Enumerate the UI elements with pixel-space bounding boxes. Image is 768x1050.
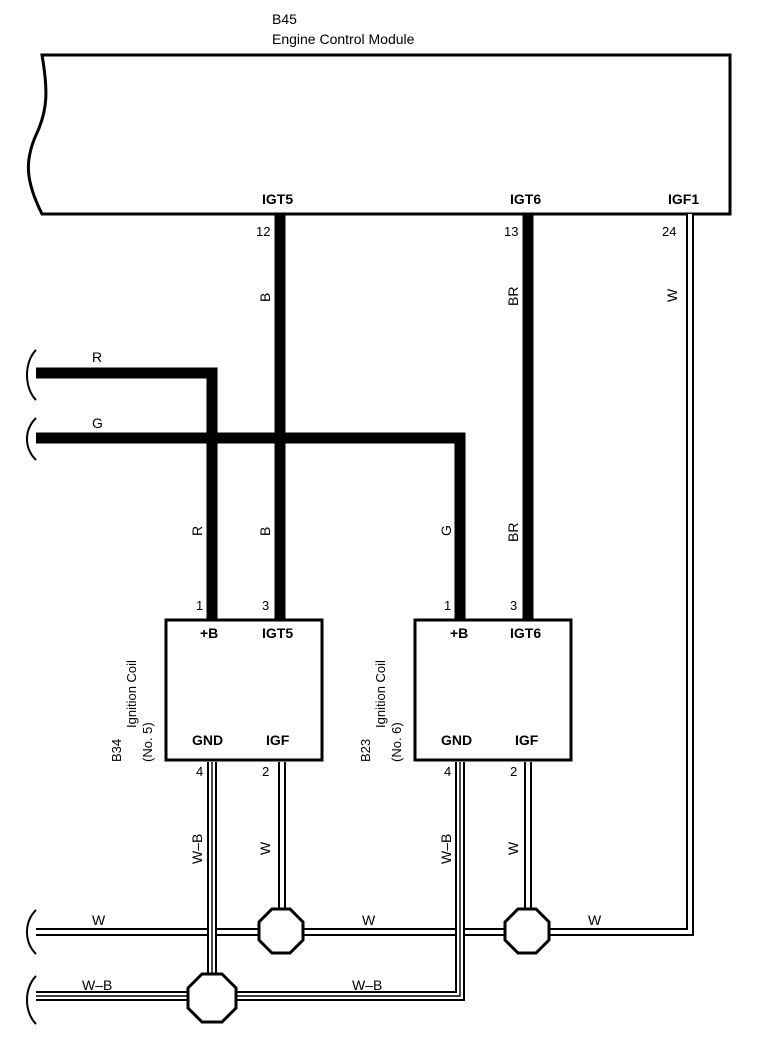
coil6-pin-igf-label: IGF — [515, 732, 539, 748]
coil5-sub: (No. 5) — [140, 722, 155, 762]
wire-label-coil6-igf: W — [505, 841, 521, 855]
splice-w-coil6 — [503, 907, 551, 955]
wire-label-igt5-top: B — [257, 293, 273, 302]
coil6-pin-igt6-number: 3 — [510, 598, 517, 613]
wire-label-igf1: W — [664, 288, 680, 302]
wire-red — [36, 367, 218, 620]
coil6-code: B23 — [358, 739, 373, 762]
coil5-pin-plusb-label: +B — [200, 625, 218, 641]
coil5-pin-plusb-number: 1 — [196, 598, 203, 613]
wire-label-coil6-plusb: G — [438, 525, 454, 536]
wire-label-coil6-gnd: W–B — [438, 834, 454, 864]
ecm-pin-igt5-number: 12 — [256, 224, 270, 239]
wire-label-w-bus-left: W — [92, 912, 106, 928]
coil5-name: Ignition Coil — [124, 660, 139, 728]
coil5-pin-igt5-number: 3 — [262, 598, 269, 613]
wire-label-wb-bus-left: W–B — [82, 977, 112, 993]
ecm-pin-igt6-label: IGT6 — [510, 191, 541, 207]
coil6-component-label: B23 Ignition Coil (No. 6) — [358, 660, 404, 762]
ecm-pin-igf1-label: IGF1 — [668, 191, 699, 207]
wire-label-coil5-plusb: R — [189, 526, 205, 536]
wire-label-igt6-top: BR — [505, 287, 521, 306]
coil5-pin-igf-label: IGF — [266, 732, 290, 748]
harness-break-symbols — [26, 349, 37, 1025]
coil5-pin-gnd-number: 4 — [196, 764, 203, 779]
wire-label-coil5-igt5: B — [257, 527, 273, 536]
wire-label-w-bus-mid: W — [362, 912, 376, 928]
white-wires — [36, 214, 694, 936]
wire-label-w-bus-right: W — [588, 912, 602, 928]
ecm-name: Engine Control Module — [272, 31, 415, 47]
ecm-pin-igt6-number: 13 — [504, 224, 518, 239]
ecm-pin-igf1-number: 24 — [662, 224, 676, 239]
coil6-box — [413, 618, 573, 762]
coil6-pin-gnd-label: GND — [441, 732, 472, 748]
coil5-box — [164, 618, 324, 762]
ecm-pin-igt5-label: IGT5 — [262, 191, 293, 207]
coil6-pin-gnd-number: 4 — [444, 764, 451, 779]
coil6-pin-plusb-number: 1 — [444, 598, 451, 613]
coil6-name: Ignition Coil — [373, 660, 388, 728]
coil5-component-label: B34 Ignition Coil (No. 5) — [109, 660, 155, 762]
wire-label-wb-bus-mid: W–B — [352, 977, 382, 993]
wire-label-coil5-igf: W — [257, 841, 273, 855]
coil6-pin-plusb-label: +B — [450, 625, 468, 641]
ecm-box — [26, 53, 732, 216]
coil6-pin-igf-number: 2 — [510, 764, 517, 779]
coil6-pin-igt6-label: IGT6 — [510, 625, 541, 641]
ecm-code: B45 — [272, 11, 297, 27]
coil5-pin-igf-number: 2 — [262, 764, 269, 779]
wire-label-r-left: R — [92, 349, 102, 365]
coil6-sub: (No. 6) — [389, 722, 404, 762]
splice-wb — [186, 972, 238, 1024]
wire-label-g-left: G — [92, 415, 103, 431]
thick-wires — [36, 214, 534, 620]
coil5-code: B34 — [109, 739, 124, 762]
wire-label-coil6-igt6: BR — [505, 523, 521, 542]
splice-w-coil5 — [257, 907, 305, 955]
wire-label-coil5-gnd: W–B — [189, 834, 205, 864]
coil5-pin-igt5-label: IGT5 — [262, 625, 293, 641]
coil5-pin-gnd-label: GND — [192, 732, 223, 748]
ground-wires — [36, 762, 465, 1001]
wire-green — [36, 432, 466, 620]
